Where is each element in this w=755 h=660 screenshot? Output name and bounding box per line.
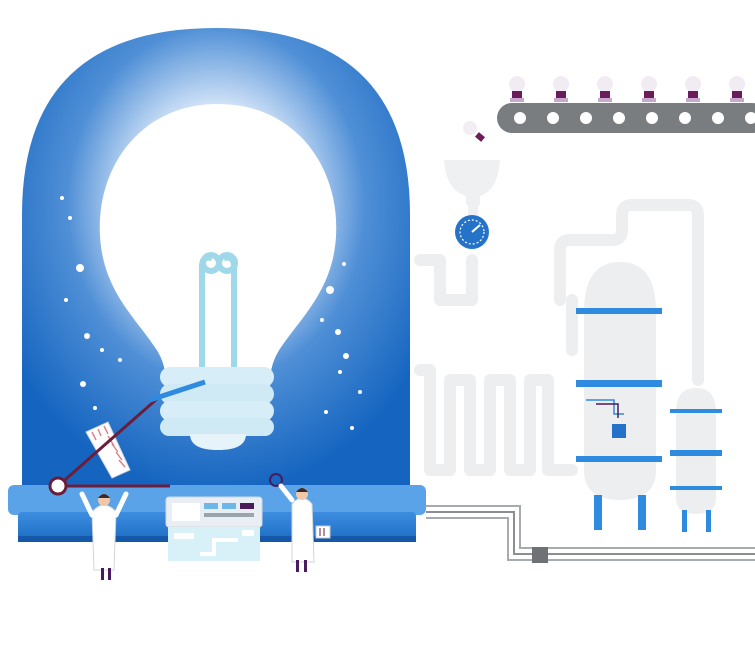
cable-bundle xyxy=(426,505,755,563)
large-tank xyxy=(576,262,662,530)
gauge-meter-icon xyxy=(48,379,206,496)
sparkles xyxy=(60,196,362,430)
pale-pipes xyxy=(414,199,704,476)
control-panel xyxy=(165,496,263,561)
scientist-right xyxy=(269,473,331,572)
light-bulb-icon xyxy=(99,104,337,450)
conveyor-belt xyxy=(497,76,755,133)
bulb-base xyxy=(160,367,274,450)
conveyor-bulbs xyxy=(509,76,745,102)
filament xyxy=(199,252,238,378)
falling-bulb-icon xyxy=(463,121,485,142)
pressure-gauge-icon xyxy=(455,215,489,249)
scientist-left xyxy=(79,491,129,580)
small-tank xyxy=(670,388,722,532)
